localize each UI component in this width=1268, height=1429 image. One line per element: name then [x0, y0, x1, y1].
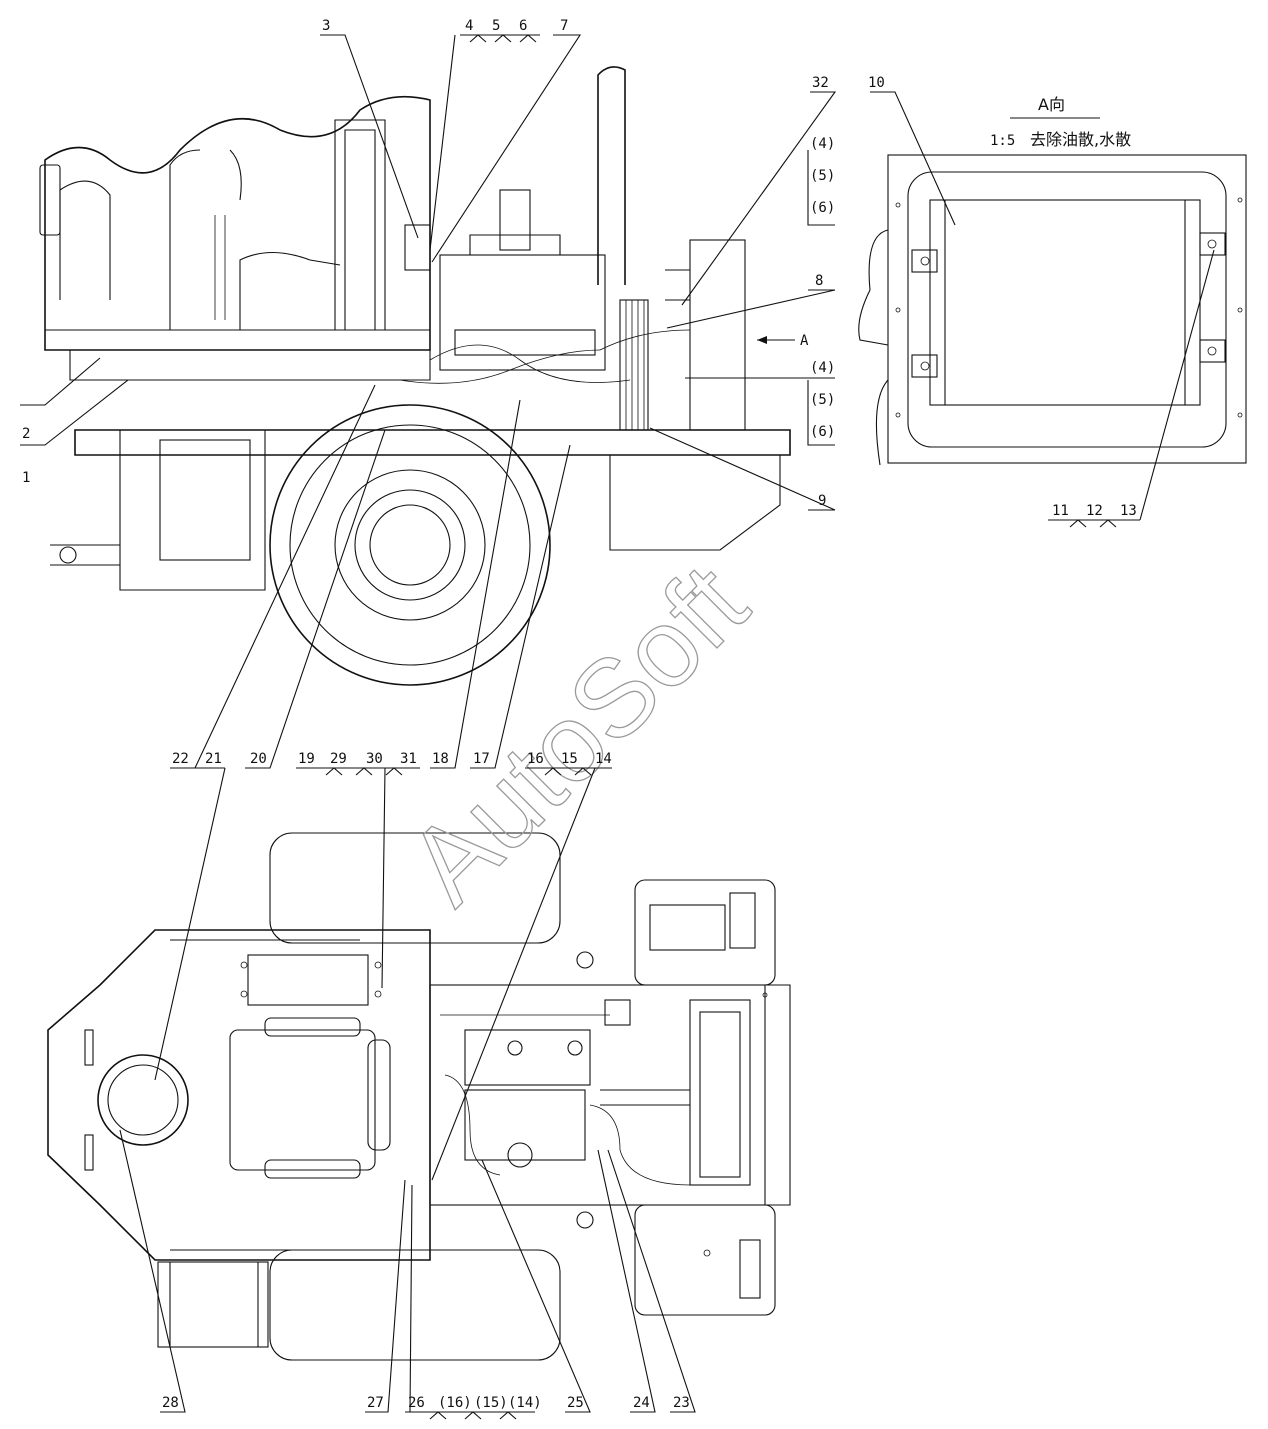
- callout-5: 5: [492, 18, 500, 34]
- callout-p4-a: (4): [810, 136, 835, 152]
- side-view: [39, 66, 795, 686]
- callout-p6-b: (6): [810, 424, 835, 440]
- callout-19: 19: [298, 751, 315, 767]
- view-a: [858, 154, 1247, 466]
- arrow-a-label: A: [800, 333, 809, 349]
- top-view: [47, 832, 791, 1361]
- callout-p6-a: (6): [810, 200, 835, 216]
- callout-25: 25: [567, 1395, 584, 1411]
- callout-26: 26: [408, 1395, 425, 1411]
- callout-18: 18: [432, 751, 449, 767]
- callout-28: 28: [162, 1395, 179, 1411]
- callout-24: 24: [633, 1395, 650, 1411]
- callout-14: 14: [595, 751, 612, 767]
- callout-1: 1: [22, 470, 30, 486]
- callout-21: 21: [205, 751, 222, 767]
- callout-15: 15: [561, 751, 578, 767]
- leader-lines: [20, 34, 1215, 1420]
- callout-p16: (16): [438, 1395, 472, 1411]
- callout-12: 12: [1086, 503, 1103, 519]
- callout-31: 31: [400, 751, 417, 767]
- callout-27: 27: [367, 1395, 384, 1411]
- callout-10: 10: [868, 75, 885, 91]
- callout-6: 6: [519, 18, 527, 34]
- callout-4: 4: [465, 18, 473, 34]
- callout-29: 29: [330, 751, 347, 767]
- callout-11: 11: [1052, 503, 1069, 519]
- callout-32: 32: [812, 75, 829, 91]
- callout-22: 22: [172, 751, 189, 767]
- callout-17: 17: [473, 751, 490, 767]
- callout-8: 8: [815, 273, 823, 289]
- view-a-note: 去除油散,水散: [1030, 130, 1131, 149]
- callout-3: 3: [322, 18, 330, 34]
- view-a-scale: 1:5: [990, 133, 1015, 149]
- watermark: AutoSoft: [385, 542, 770, 927]
- callout-23: 23: [673, 1395, 690, 1411]
- callout-2: 2: [22, 426, 30, 442]
- callout-p5-a: (5): [810, 168, 835, 184]
- callout-30: 30: [366, 751, 383, 767]
- callout-p4-b: (4): [810, 360, 835, 376]
- callout-7: 7: [560, 18, 568, 34]
- callout-13: 13: [1120, 503, 1137, 519]
- callout-p5-b: (5): [810, 392, 835, 408]
- callout-p14: (14): [508, 1395, 542, 1411]
- callout-p15: (15): [474, 1395, 508, 1411]
- callout-16: 16: [527, 751, 544, 767]
- callout-9: 9: [818, 493, 826, 509]
- callout-20: 20: [250, 751, 267, 767]
- view-a-header: A向: [1038, 95, 1065, 114]
